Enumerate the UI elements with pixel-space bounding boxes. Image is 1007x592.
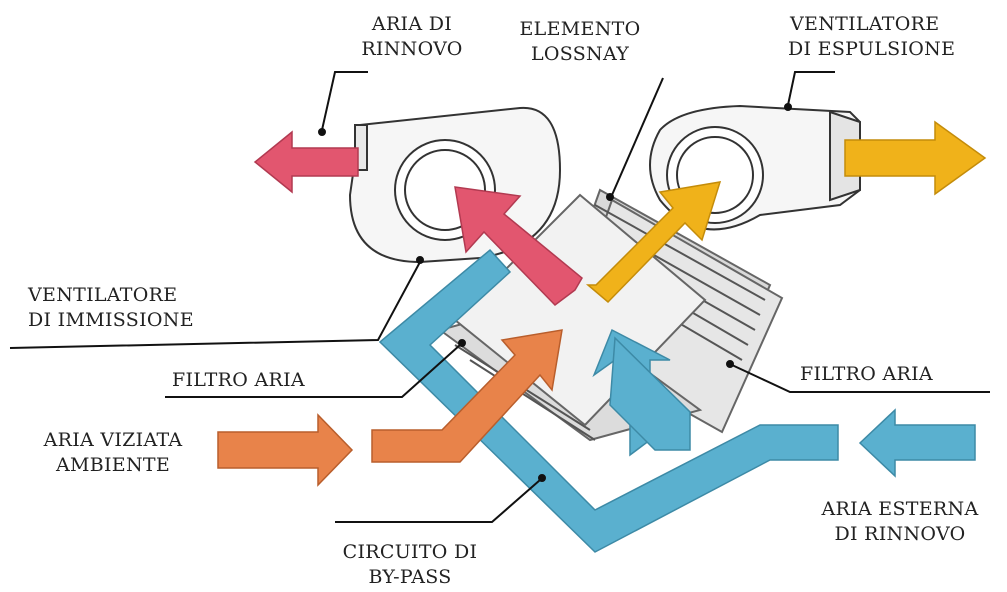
leader-lines bbox=[9, 71, 990, 523]
label-aria-viziata-line2: AMBIENTE bbox=[55, 454, 171, 476]
label-filtro-aria-right: FILTRO ARIA bbox=[800, 363, 933, 385]
leader-ventilatore-espulsione bbox=[787, 71, 835, 106]
label-ventilatore-espulsione: VENTILATORE DI ESPULSIONE bbox=[788, 12, 1007, 62]
label-ventilatore-immissione-line2: DI IMMISSIONE bbox=[28, 309, 194, 331]
label-aria-di-rinnovo-line2: RINNOVO bbox=[361, 38, 463, 60]
leader-elemento-lossnay bbox=[611, 77, 664, 196]
label-aria-esterna-line1: ARIA ESTERNA bbox=[821, 498, 979, 520]
label-circuito-bypass-line1: CIRCUITO DI bbox=[342, 541, 478, 563]
exhaust-air-outlet-arrow bbox=[844, 120, 987, 196]
label-ventilatore-espulsione-line2: DI ESPULSIONE bbox=[788, 38, 956, 60]
label-aria-di-rinnovo-line1: ARIA DI bbox=[371, 13, 453, 35]
leader-circuito-bypass bbox=[335, 479, 541, 523]
stale-air-inlet-arrow bbox=[217, 413, 354, 487]
label-elemento-lossnay: ELEMENTO LOSSNAY bbox=[500, 17, 660, 67]
label-aria-viziata-line1: ARIA VIZIATA bbox=[43, 429, 183, 451]
label-aria-di-rinnovo: ARIA DI RINNOVO bbox=[352, 12, 472, 62]
label-aria-viziata-ambiente: ARIA VIZIATA AMBIENTE bbox=[8, 428, 218, 478]
label-circuito-bypass-line2: BY-PASS bbox=[368, 566, 452, 588]
leader-aria-di-rinnovo bbox=[321, 71, 368, 131]
label-elemento-lossnay-line2: LOSSNAY bbox=[530, 43, 630, 65]
label-ventilatore-immissione-line1: VENTILATORE bbox=[28, 284, 178, 306]
bypass-circuit-duct bbox=[378, 248, 839, 553]
supply-air-outlet-arrow bbox=[253, 130, 359, 194]
label-filtro-aria-left: FILTRO ARIA bbox=[172, 369, 305, 391]
outdoor-air-inlet-arrow bbox=[858, 408, 976, 478]
supply-air-core-arrow bbox=[454, 186, 583, 306]
label-elemento-lossnay-line1: ELEMENTO bbox=[519, 18, 641, 40]
stale-air-core-arrow bbox=[371, 329, 563, 463]
exhaust-air-core-arrow bbox=[585, 181, 722, 304]
leader-ventilatore-immissione bbox=[9, 261, 421, 349]
leader-filtro-aria-left bbox=[165, 344, 461, 398]
label-circuito-bypass: CIRCUITO DI BY-PASS bbox=[325, 540, 495, 590]
label-ventilatore-immissione: VENTILATORE DI IMMISSIONE bbox=[28, 283, 288, 333]
outdoor-air-branch bbox=[609, 336, 691, 451]
leader-filtro-aria-right bbox=[731, 364, 990, 393]
exhaust-fan bbox=[649, 104, 861, 231]
label-ventilatore-espulsione-line1: VENTILATORE bbox=[790, 13, 940, 35]
label-aria-esterna-line2: DI RINNOVO bbox=[834, 523, 966, 545]
label-aria-esterna-di-rinnovo: ARIA ESTERNA DI RINNOVO bbox=[800, 497, 1000, 547]
